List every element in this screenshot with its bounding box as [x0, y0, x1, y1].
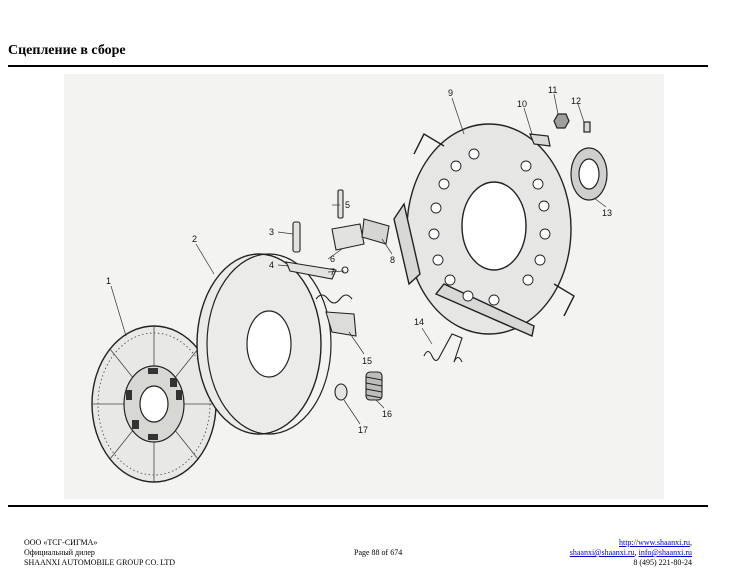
footer-contacts-block: http://www.shaanxi.ru, shaanxi@shaanxi.r… — [569, 538, 692, 567]
callout-17: 17 — [358, 425, 368, 435]
footer-page-number: Page 88 of 674 — [354, 548, 403, 557]
footer-website-link[interactable]: http://www.shaanxi.ru — [618, 538, 690, 547]
cover-holes — [428, 148, 551, 306]
footer-company-block: ООО «ТСГ-СИГМА» Официальный дилер SHAANX… — [24, 538, 175, 568]
callout-10: 10 — [517, 99, 527, 109]
part-pressure-plate — [196, 253, 332, 435]
footer-group: SHAANXI AUTOMOBILE GROUP CO. LTD — [24, 558, 176, 567]
callout-11: 11 — [548, 85, 557, 95]
callout-5: 5 — [345, 200, 350, 210]
callout-4: 4 — [269, 260, 274, 270]
callout-8: 8 — [390, 255, 395, 265]
callout-16: 16 — [382, 409, 392, 419]
footer-email-link-2[interactable]: info@shaanxi.ru — [638, 548, 692, 557]
footer-email-link-1[interactable]: shaanxi@shaanxi.ru — [569, 548, 635, 557]
part-release-lever-group — [285, 189, 390, 280]
callout-1: 1 — [106, 276, 111, 286]
clutch-assembly-diagram: 1 2 3 4 5 6 7 8 9 10 11 12 13 14 15 16 1… — [64, 74, 664, 499]
footer-company: ООО «ТСГ-СИГМА» — [24, 538, 98, 547]
callout-3: 3 — [269, 227, 274, 237]
callout-12: 12 — [571, 96, 581, 106]
part-spring-bushing — [334, 371, 383, 401]
clutch-exploded-view: 1 2 3 4 5 6 7 8 9 10 11 12 13 14 15 16 1… — [64, 74, 664, 499]
callout-9: 9 — [448, 88, 453, 98]
callout-7: 7 — [330, 267, 335, 277]
callout-13: 13 — [602, 208, 612, 218]
footer-dealer: Официальный дилер — [24, 548, 95, 557]
footer-rule — [8, 505, 708, 507]
header-rule — [8, 65, 708, 67]
page-title: Сцепление в сборе — [8, 43, 126, 58]
part-return-springs — [315, 294, 463, 363]
callout-15: 15 — [362, 356, 372, 366]
callout-2: 2 — [192, 234, 197, 244]
callout-6: 6 — [330, 254, 335, 264]
footer-phone: 8 (495) 221-80-24 — [633, 558, 692, 567]
part-fasteners-ring — [529, 113, 608, 201]
leader-lines — [110, 93, 607, 425]
callout-14: 14 — [414, 317, 424, 327]
